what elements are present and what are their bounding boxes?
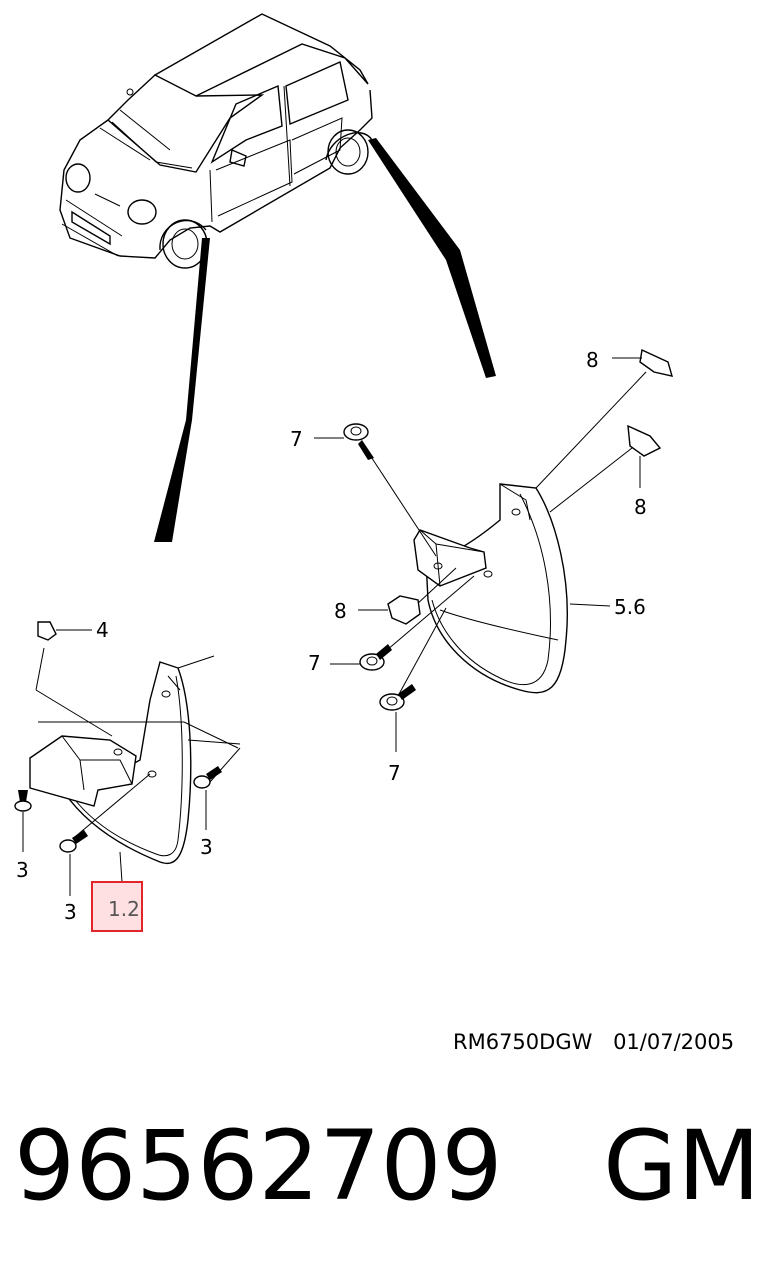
part-number: 96562709	[14, 1110, 503, 1222]
callout-7-top: 7	[290, 427, 303, 451]
exploded-parts-diagram: 8 7 8 8 5.6 7 7 4 3 3 3 1.2	[14, 13, 673, 932]
callout-5-6: 5.6	[614, 595, 646, 619]
callout-3-middle: 3	[64, 900, 77, 924]
callout-1-2: 1.2	[108, 897, 140, 921]
document-code: RM6750DGW	[453, 1030, 593, 1054]
callout-3-right: 3	[200, 835, 213, 859]
part-footer: 96562709 GM	[14, 1118, 760, 1214]
callout-8-left: 8	[334, 599, 347, 623]
callout-8-top: 8	[586, 348, 599, 372]
screw-3-left	[14, 790, 32, 852]
rear-mudflap-assembly	[363, 371, 647, 697]
clip-8-top	[612, 348, 673, 377]
screw-7-bottom	[379, 684, 416, 752]
highlight-box	[91, 881, 143, 932]
detail-leader-wedges	[154, 138, 496, 542]
document-reference: RM6750DGW 01/07/2005	[453, 1030, 734, 1054]
callout-8-right: 8	[634, 495, 647, 519]
car-illustration	[59, 13, 373, 269]
clip-8-left	[358, 595, 421, 625]
callout-7-middle: 7	[308, 651, 321, 675]
callout-4: 4	[96, 618, 109, 642]
screw-3-right	[193, 766, 222, 830]
screw-3-middle	[59, 830, 88, 896]
callout-3-left: 3	[16, 858, 29, 882]
clip-4	[37, 621, 92, 641]
brand-label: GM	[603, 1110, 761, 1222]
front-mudflap-assembly	[29, 647, 241, 883]
callout-7-bottom: 7	[388, 761, 401, 785]
clip-8-right	[627, 424, 662, 488]
document-date: 01/07/2005	[613, 1030, 735, 1054]
screw-7-top	[314, 423, 374, 460]
screw-7-middle	[330, 644, 392, 671]
